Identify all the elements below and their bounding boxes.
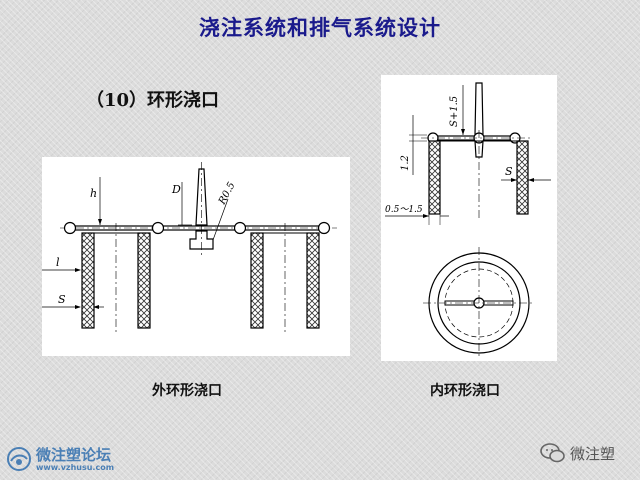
dim-label-0-5-1-5: 0.5～1.5 — [385, 205, 423, 215]
dim-label-D: D — [171, 183, 181, 196]
forum-watermark: 微注塑论坛 www.vzhusu.com — [6, 444, 114, 474]
dim-label-h: h — [90, 187, 97, 200]
dim-label-1-2: 1.2 — [400, 155, 411, 171]
forum-url: www.vzhusu.com — [36, 462, 115, 472]
wechat-name: 微注塑 — [570, 444, 616, 463]
forum-name: 微注塑论坛 — [36, 445, 112, 464]
wechat-icon — [540, 443, 565, 463]
caption-outer-ring-gate: 外环形浇口 — [152, 383, 222, 399]
inner-ring-gate-figure: S+1.5 1.2 S 0.5～1.5 — [381, 75, 557, 361]
caption-inner-ring-gate: 内环形浇口 — [430, 383, 500, 399]
dim-label-s-plus-1-5: S+1.5 — [449, 96, 460, 127]
wechat-watermark: 微注塑 — [540, 438, 615, 468]
section-heading: （10）环形浇口 — [86, 90, 220, 111]
inner-ring-gate-drawing: S+1.5 1.2 S 0.5～1.5 — [385, 82, 551, 359]
outer-ring-gate-figure: h D R0.5 l S — [42, 157, 350, 356]
slide-title: 浇注系统和排气系统设计 — [199, 15, 441, 40]
dim-label-s-right: S — [505, 165, 513, 178]
logo-icon — [7, 447, 31, 471]
dim-label-s: S — [58, 293, 66, 306]
dim-label-r05: R0.5 — [216, 181, 237, 208]
outer-ring-gate-drawing: h D R0.5 l S — [42, 162, 337, 335]
dim-label-l: l — [56, 256, 60, 269]
